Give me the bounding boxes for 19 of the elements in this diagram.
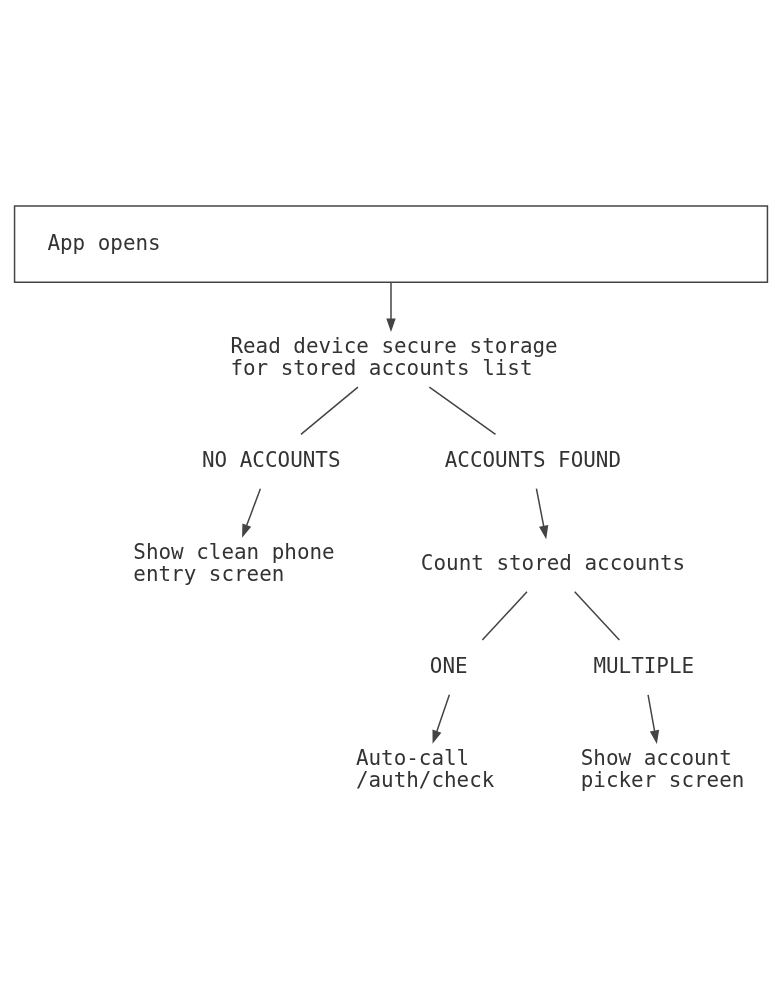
connector	[300, 386, 359, 436]
node-text: Show clean phone entry screen	[133, 539, 335, 587]
arrow	[535, 487, 549, 540]
connector	[481, 591, 528, 641]
connector	[573, 591, 621, 641]
node-text: Count stored accounts	[420, 551, 686, 576]
node-text: MULTIPLE	[593, 654, 695, 679]
connector	[428, 386, 497, 436]
arrow	[386, 281, 396, 333]
node-text: Auto-call /auth/check	[355, 745, 495, 793]
node-text: NO ACCOUNTS	[202, 447, 341, 472]
arrow	[242, 487, 262, 538]
node-text: ONE	[429, 654, 468, 679]
arrow	[647, 694, 660, 744]
arrow	[432, 694, 451, 744]
node-box: App opens	[13, 205, 769, 283]
node-text: Read device secure storage for stored accounts list	[230, 333, 558, 381]
node-text: ACCOUNTS FOUND	[444, 447, 621, 472]
node-text: Show account picker screen	[580, 745, 745, 793]
